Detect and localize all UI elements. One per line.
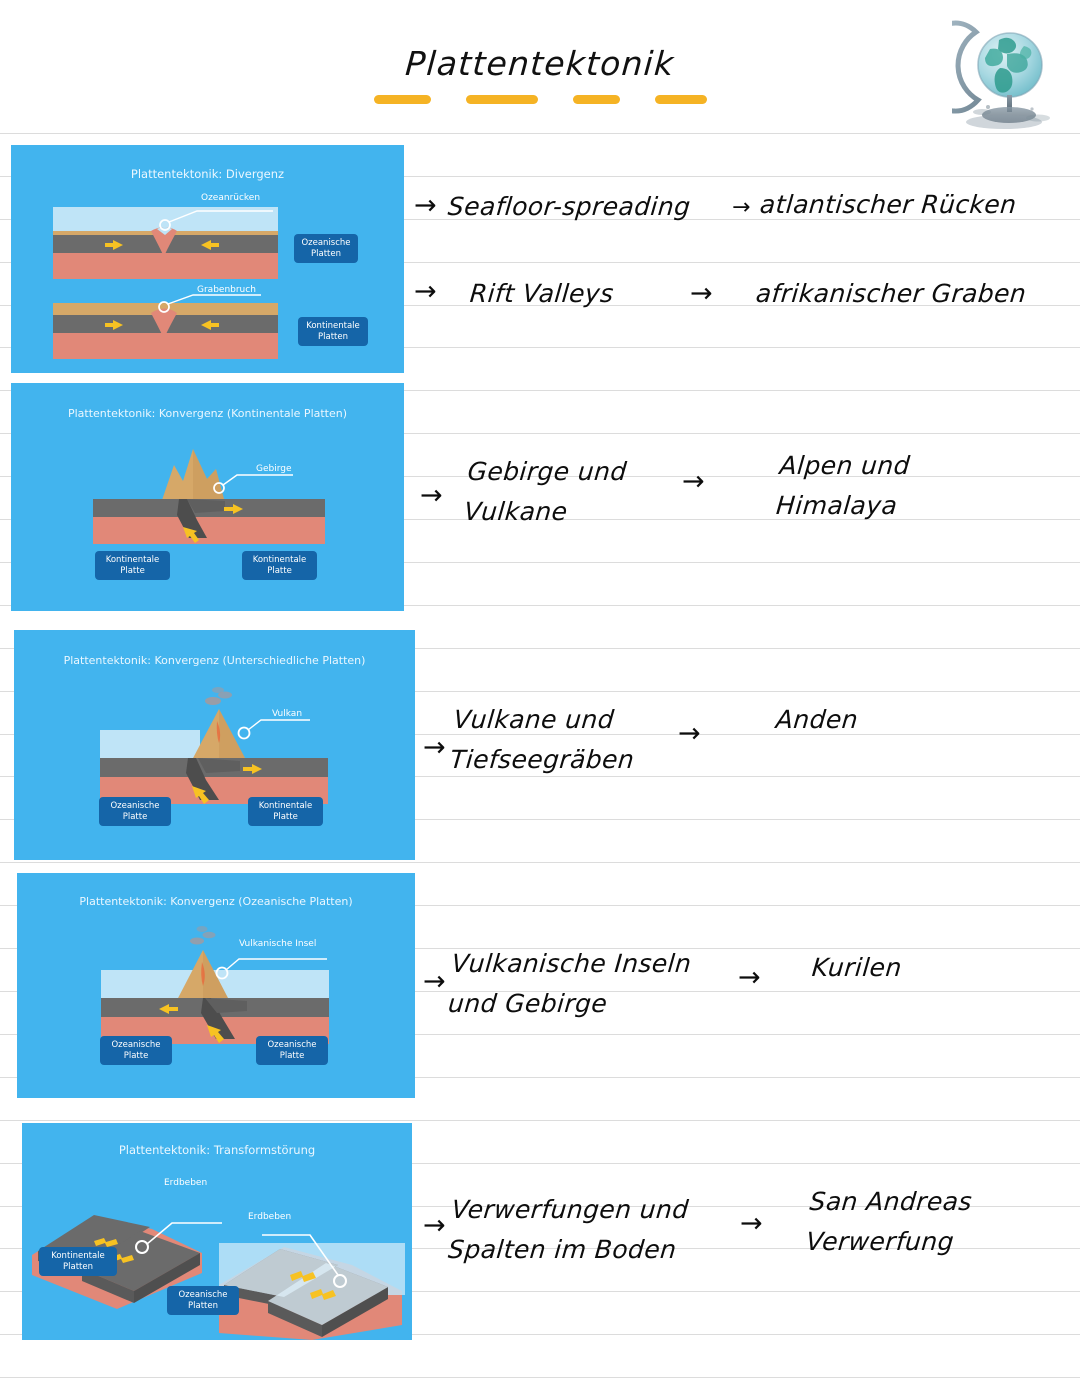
diagram-title: Plattentektonik: Konvergenz (Ozeanische … [79,895,353,908]
note-atlantischer-ruecken: atlantischer Rücken [758,190,1018,219]
title-underline-group [0,95,1080,104]
note-kurilen: Kurilen [810,953,904,982]
konvergenz-ozeanisch-illustration [101,926,329,1044]
note-arrow: → [738,962,762,993]
ruled-line [0,1120,1080,1121]
diagram-title: Plattentektonik: Divergenz [130,167,285,181]
diagram-card-konvergenz-unterschiedlich: Plattentektonik: Konvergenz (Unterschied… [14,630,415,860]
konvergenz-kontinental-illustration [93,449,325,544]
diagram-card-transformstoerung: Plattentektonik: Transformstörung Erdbe [22,1123,412,1340]
callout-gebirge: Gebirge [256,464,292,474]
title-underline-bar [654,95,707,104]
note-arrow: → [423,1210,447,1241]
callout-vulkanische-insel: Vulkanische Insel [239,939,317,949]
divergenz-illustration [53,207,278,359]
note-anden: Anden [774,705,860,734]
note-arrow: → [740,1208,764,1239]
diagram-title: Plattentektonik: Transformstörung [118,1143,316,1157]
note-rift-valleys: Rift Valleys [468,279,615,308]
note-san-andreas-verwerfung: San Andreas Verwerfung [805,1187,974,1256]
note-afrikanischer-graben: afrikanischer Graben [754,279,1028,308]
title-underline-bar [373,95,431,104]
plate-tag-kontinentale-platte-right: Kontinentale Platte [242,551,317,581]
plate-tag-ozeanische-platte-right: Ozeanische Platte [256,1036,328,1066]
globe-icon [952,20,1050,129]
plate-tag-ozeanische-platte-left: Ozeanische Platte [100,1036,172,1066]
note-alpen-und-himalaya: Alpen und Himalaya [775,451,912,520]
callout-grabenbruch: Grabenbruch [197,285,256,295]
plate-tag-ozeanische-platten: Ozeanische Platten [167,1286,239,1316]
callout-vulkan: Vulkan [272,709,303,719]
diagram-card-konvergenz-ozeanisch: Plattentektonik: Konvergenz (Ozeanische … [17,873,415,1098]
note-arrow: → [690,278,714,309]
note-arrow: → [420,480,444,511]
plate-tag-ozeanische-platte: Ozeanische Platte [99,797,171,827]
title-underline-bar [572,95,620,104]
title-underline-bar [465,95,538,104]
callout-erdbeben-right: Erdbeben [248,1212,292,1222]
note-verwerfungen-spalten: Verwerfungen und Spalten im Boden [447,1195,690,1264]
callout-erdbeben-left: Erdbeben [164,1178,208,1188]
ruled-line [0,1377,1080,1378]
diagram-card-konvergenz-kontinental: Plattentektonik: Konvergenz (Kontinental… [11,383,404,611]
page-title: Plattentektonik [404,44,676,83]
ruled-line [0,862,1080,863]
plate-tag-kontinentale-platte-left: Kontinentale Platte [95,551,170,581]
diagram-title: Plattentektonik: Konvergenz (Unterschied… [63,654,366,667]
note-gebirge-und-vulkane: Gebirge und Vulkane [463,457,629,526]
diagram-title: Plattentektonik: Konvergenz (Kontinental… [67,407,348,420]
plate-tag-kontinentale-platten: Kontinentale Platten [298,317,368,347]
note-arrow: → [423,966,447,997]
note-arrow: → [682,466,706,497]
plate-tag-kontinentale-platten: Kontinentale Platten [39,1247,117,1277]
plate-tag-kontinentale-platte: Kontinentale Platte [248,797,323,827]
callout-ozeanrucken: Ozeanrücken [201,193,261,203]
konvergenz-unterschiedlich-illustration [100,687,328,804]
note-vulkanische-inseln-gebirge: Vulkanische Inseln und Gebirge [447,949,693,1018]
note-arrow: → [423,732,447,763]
transformstoerung-illustration [32,1215,405,1340]
note-seafloor-spreading: Seafloor-spreading [446,192,692,221]
ruled-line [0,133,1080,134]
diagram-card-divergenz: Plattentektonik: Divergenz Ozeanrücken G… [11,145,404,373]
note-arrow: → [732,195,751,220]
note-arrow: → [414,276,438,307]
page-header: Plattentektonik [0,0,1080,133]
note-arrow: → [678,718,702,749]
plate-tag-ozeanische-platten: Ozeanische Platten [294,234,358,264]
note-arrow: → [414,190,438,221]
note-vulkane-tiefseegraeben: Vulkane und Tiefseegräben [449,705,636,774]
